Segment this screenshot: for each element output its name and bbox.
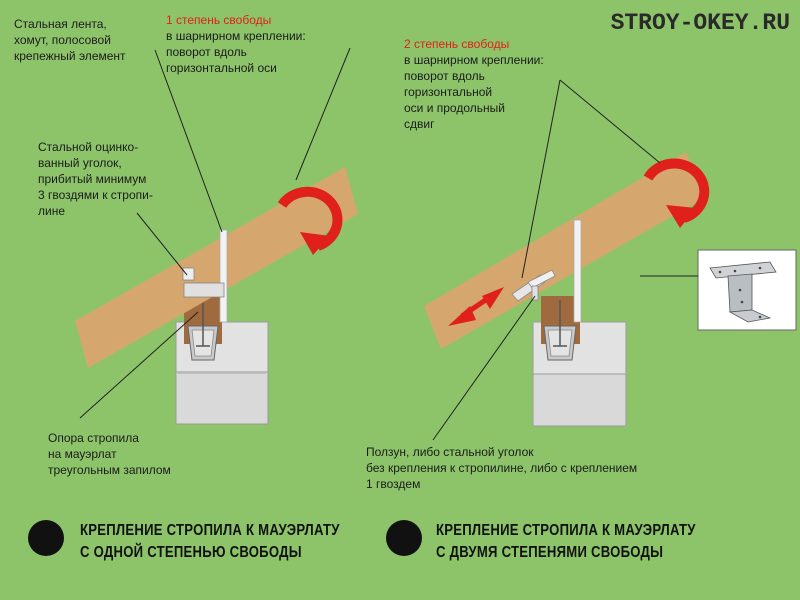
right-degree-title: 2 степень свободы — [404, 37, 510, 51]
support-label: Опора стропила на мауэрлат треугольным з… — [48, 431, 171, 477]
left-assembly — [75, 167, 358, 425]
left-rotation-arrow — [277, 186, 343, 255]
right-caption-bullet — [386, 520, 422, 556]
right-steel-strap — [573, 219, 582, 323]
left-steel-angle — [182, 267, 225, 298]
site-watermark: STROY-OKEY.RU — [610, 10, 790, 36]
left-steel-strap — [219, 229, 228, 323]
slider-label: Ползун, либо стальной уголок без креплен… — [366, 445, 638, 491]
right-slider-bracket — [511, 269, 556, 302]
right-degree-text: в шарнирном креплении: поворот вдоль гор… — [404, 53, 544, 131]
angle-label: Стальной оцинко- ванный уголок, прибитый… — [38, 140, 153, 218]
left-mauerlat — [184, 296, 222, 361]
left-caption: Крепление стропила к мауэрлату с одной с… — [80, 522, 340, 561]
right-leader-lines — [432, 79, 698, 441]
slider-bracket-photo — [697, 249, 797, 331]
right-shift-arrow — [448, 287, 504, 326]
right-mauerlat — [541, 296, 580, 361]
right-assembly — [424, 152, 710, 427]
left-degree-text: в шарнирном креплении: поворот вдоль гор… — [166, 29, 306, 75]
right-caption: Крепление стропила к мауэрлату с двумя с… — [436, 522, 696, 561]
left-caption-bullet — [28, 520, 64, 556]
strap-label: Стальная лента, хомут, полосовой крепежн… — [14, 17, 126, 63]
left-leader-lines — [79, 47, 351, 419]
right-rotation-arrow — [643, 158, 710, 228]
left-rafter — [75, 167, 358, 368]
left-degree-title: 1 степень свободы — [166, 13, 272, 27]
